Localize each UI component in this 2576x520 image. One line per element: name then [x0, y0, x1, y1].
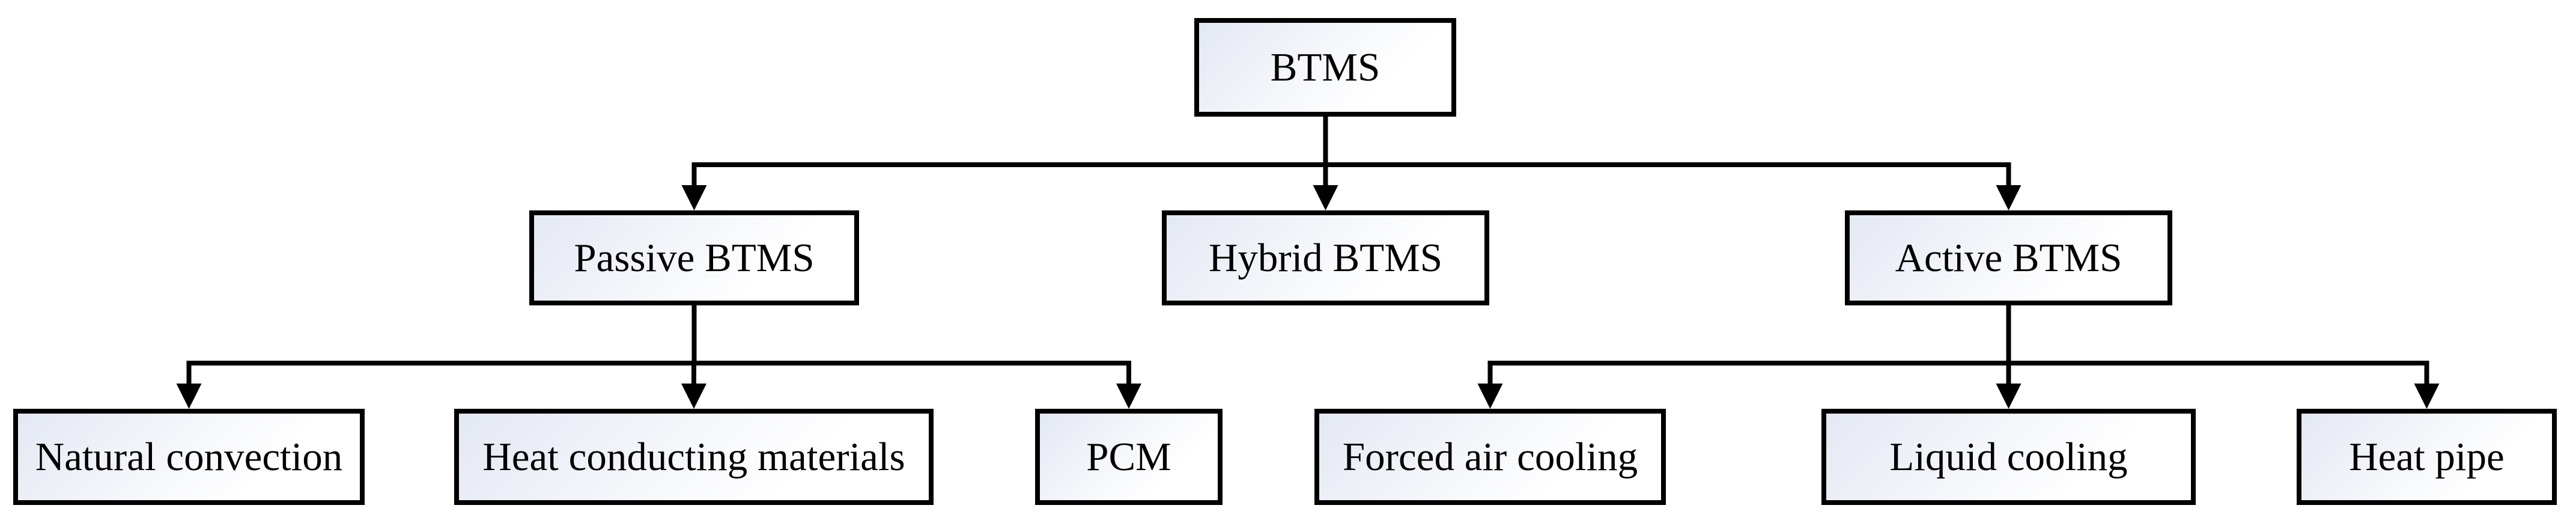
arrowhead-pcm: [1116, 384, 1141, 409]
arrowhead-forced: [1477, 384, 1503, 409]
node-hybrid-btms: Hybrid BTMS: [1162, 210, 1489, 305]
arrowhead-natural: [176, 384, 202, 409]
arrowheads: [176, 185, 2440, 409]
node-liquid-cooling: Liquid cooling: [1821, 409, 2196, 505]
node-forced-air-cooling: Forced air cooling: [1314, 409, 1666, 505]
node-natural-convection: Natural convection: [13, 409, 365, 505]
node-btms: BTMS: [1194, 18, 1456, 117]
node-pcm: PCM: [1035, 409, 1223, 505]
arrowhead-active: [1996, 185, 2022, 210]
node-active-btms: Active BTMS: [1845, 210, 2172, 305]
node-heat-pipe: Heat pipe: [2297, 409, 2557, 505]
arrowhead-heatpipe: [2414, 384, 2440, 409]
node-heat-conducting-materials: Heat conducting materials: [454, 409, 934, 505]
arrowhead-passive: [681, 185, 707, 210]
arrowhead-hybrid: [1313, 185, 1338, 210]
node-passive-btms: Passive BTMS: [529, 210, 859, 305]
arrowhead-liquid: [1996, 384, 2022, 409]
arrowhead-heatcond: [681, 384, 706, 409]
